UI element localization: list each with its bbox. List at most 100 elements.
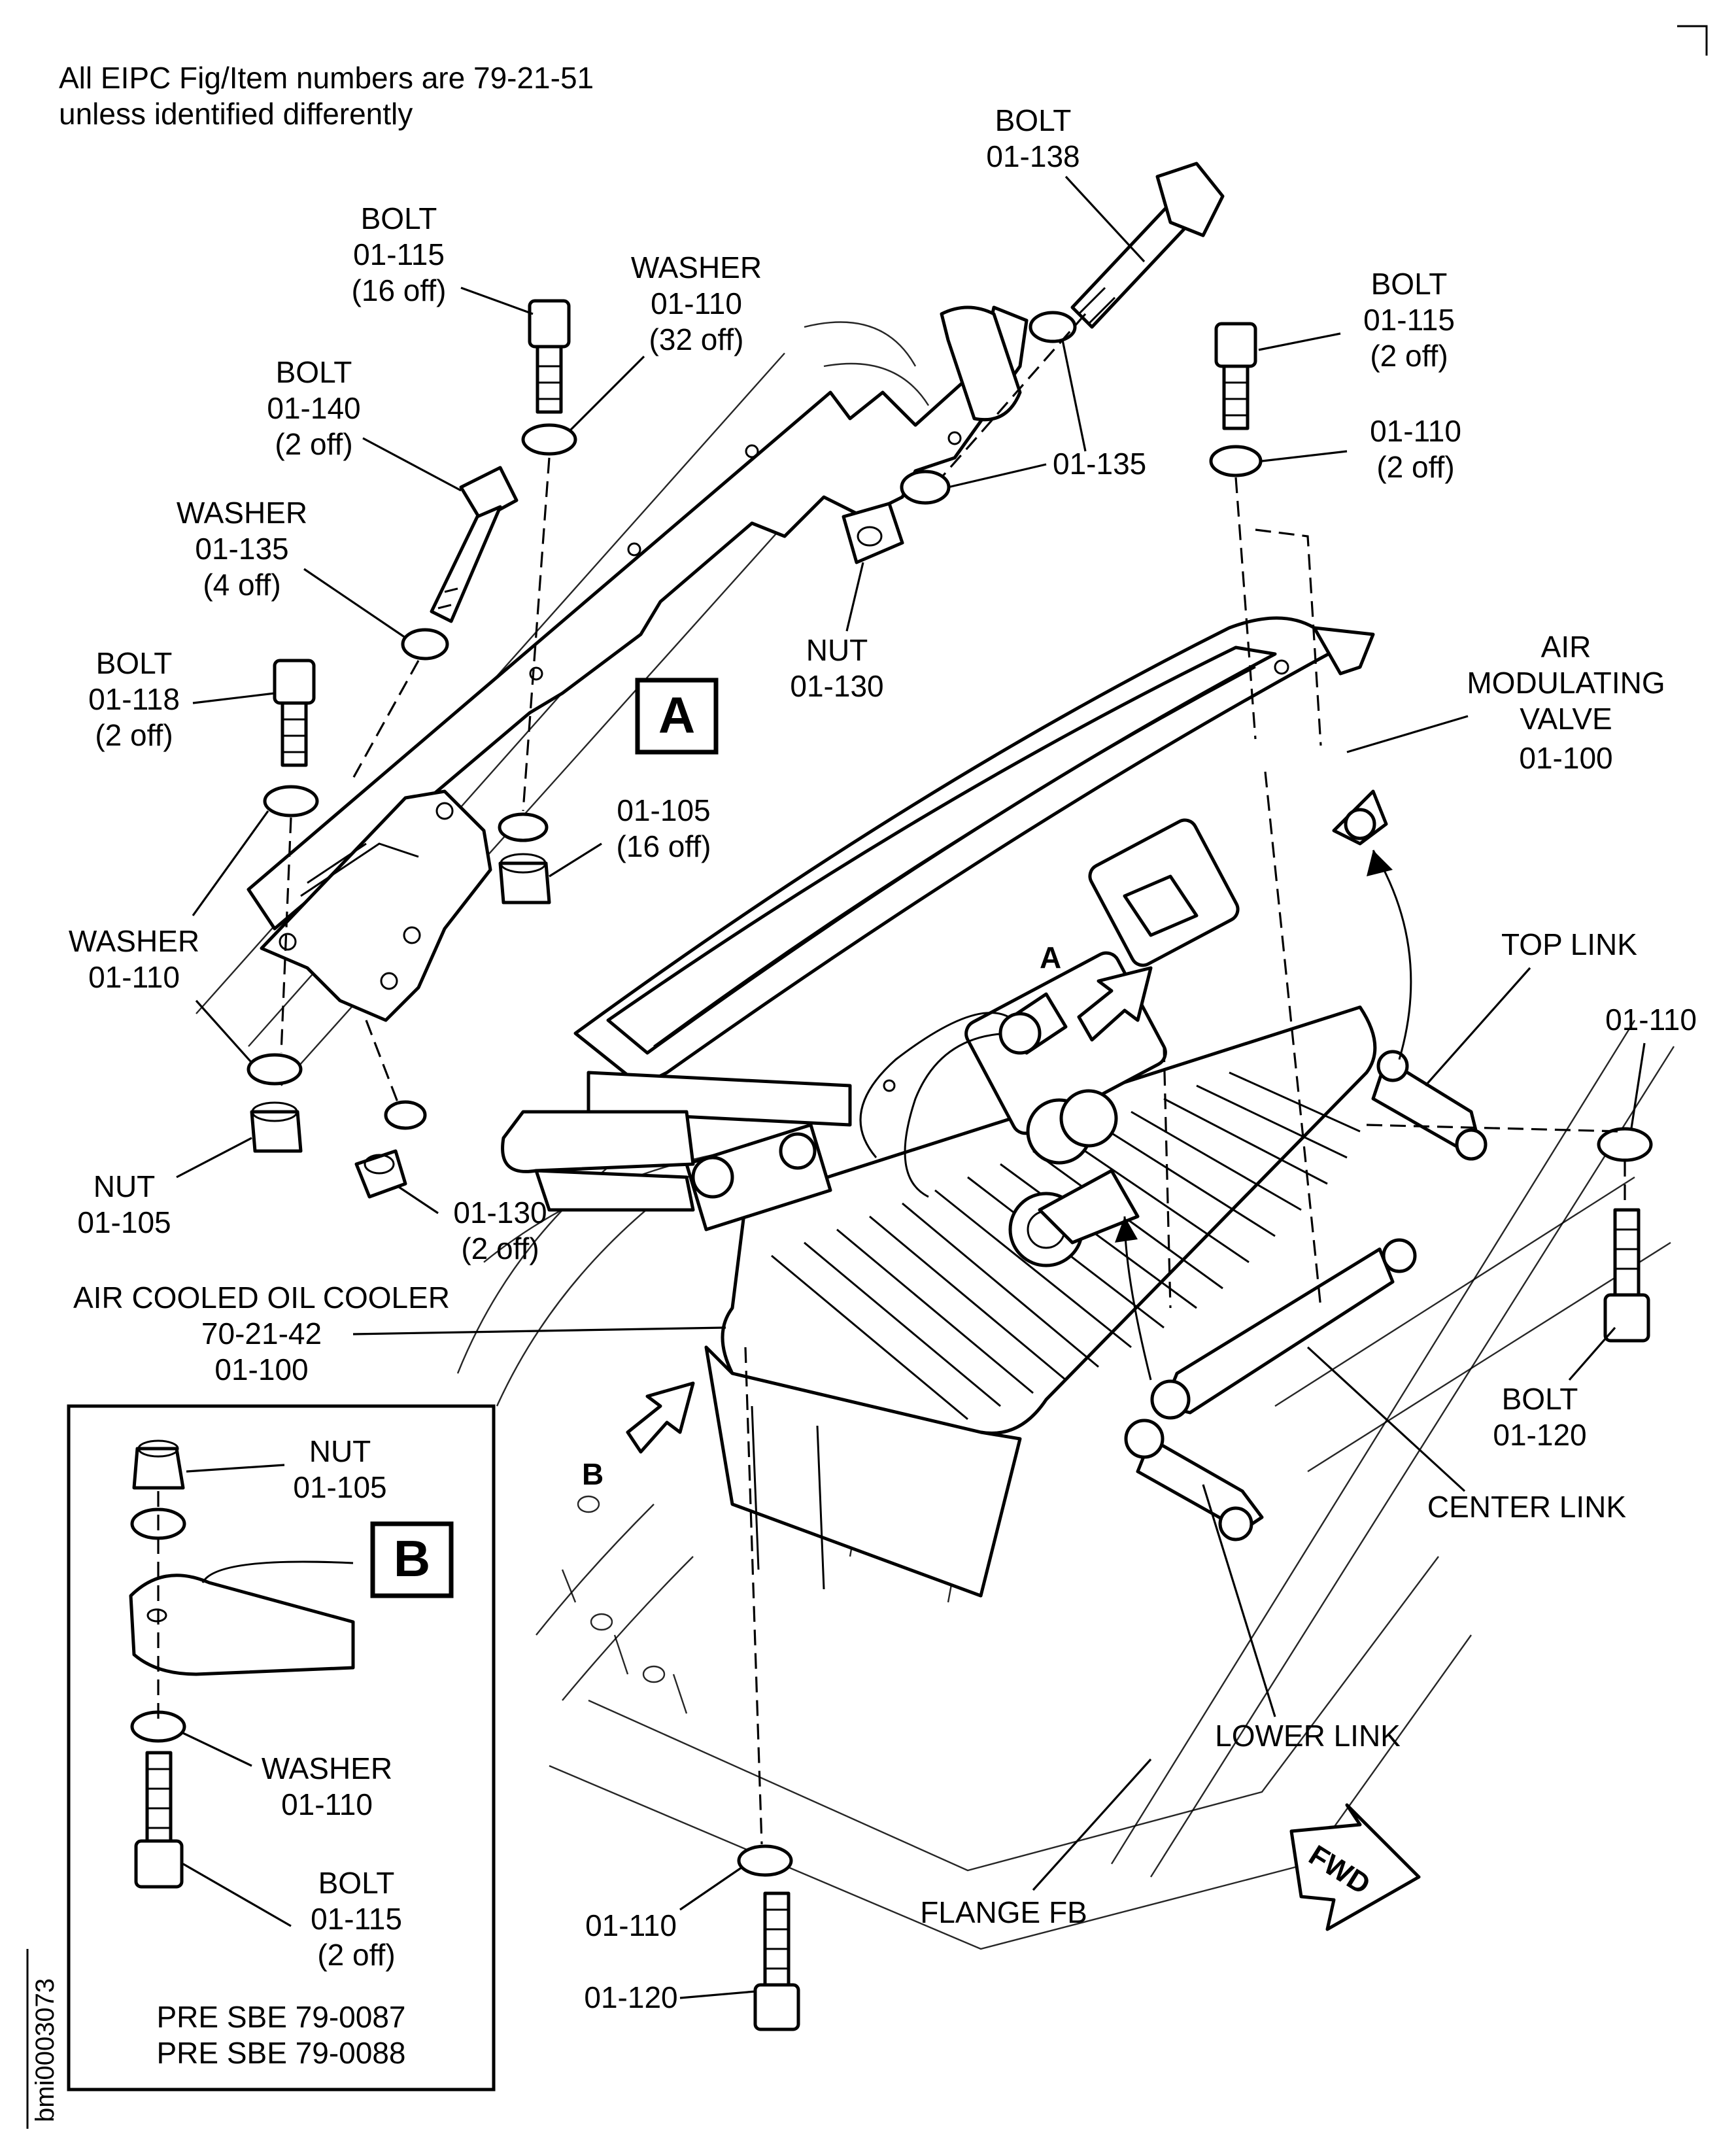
label-center-link: CENTER LINK [1427,1490,1626,1524]
leader-nut-105-left [176,1137,252,1179]
label-amv-3: VALVE [1520,702,1612,736]
washer-01-110-left [247,1053,303,1086]
label-bolt-115-16-name: BOLT [361,201,437,235]
label-washer-110-right: 01-110 [1605,1003,1697,1037]
label-bolt-115-16-qty: (16 off) [352,273,447,307]
leader-washer-135-4 [303,568,406,639]
label-washer-110-2-qty: (2 off) [1376,450,1454,484]
label-bolt-138-num: 01-138 [986,139,1080,173]
detail-b-inset: B NUT 01-105 WASHER 01-110 BOLT 01-115 (… [67,1404,496,2091]
rotation-arrowhead-lower [1115,1216,1138,1243]
label-nut-105-left-num: 01-105 [77,1205,171,1239]
leader-center-link [1306,1346,1466,1492]
bolt-01-118 [273,659,316,767]
label-flange-fb: FLANGE FB [920,1895,1087,1929]
label-nut-105-16-num: 01-105 [617,793,710,827]
label-washer-135-4-name: WASHER [177,496,307,530]
label-bolt-115-2-num: 01-115 [1363,303,1455,337]
bolt-01-115-2off-top [1214,322,1257,430]
label-bolt-115-2-qty: (2 off) [1370,339,1448,373]
label-bolt-138-name: BOLT [995,103,1072,137]
leader-nut-130 [845,562,864,632]
label-washer-135-4-num: 01-135 [195,532,288,566]
detail-b-nut [132,1439,185,1490]
leader-nut-105-16 [549,842,602,878]
label-oil-cooler-num: 01-100 [214,1352,308,1386]
label-bolt-120-right-name: BOLT [1502,1382,1578,1416]
label-bolt-140-num: 01-140 [267,391,360,425]
detail-b-box [370,1521,454,1598]
washer-01-118 [263,785,319,817]
label-nut-130-2-qty: (2 off) [461,1231,539,1265]
label-bolt-115-16-num: 01-115 [353,237,445,271]
nut-01-105-16off [498,853,551,904]
detail-b-washer-leader [182,1732,252,1767]
fwd-arrow: FWD [1289,1803,1421,1931]
view-arrow-b: B [582,1381,695,1491]
linkage [1124,789,1488,1541]
leader-bolt-120-right [1568,1326,1616,1381]
label-nut-130-num: 01-130 [790,669,883,703]
detail-b-bracket [129,1574,355,1676]
label-nut-105-16-qty: (16 off) [617,829,711,863]
rotation-arc-upper [1372,850,1412,1060]
leader-washer-110-bottom [679,1866,743,1911]
detail-b-washer-num: 01-110 [281,1787,373,1821]
view-arrow-b-label: B [582,1457,604,1491]
detail-b-bolt [134,1751,184,1889]
detail-b-bolt-num: 01-115 [311,1902,402,1936]
label-washer-110-left-name: WASHER [69,924,199,958]
inlet-duct [501,1110,695,1212]
label-bolt-140-name: BOLT [276,355,352,389]
label-oil-cooler-ata: 70-21-42 [201,1317,322,1351]
washer-01-130 [384,1100,427,1130]
label-top-link: TOP LINK [1501,927,1637,961]
figure-id: bmi0003073 [31,1978,60,2122]
washer-01-110-2off-top [1209,445,1263,477]
washer-01-110-right [1597,1127,1653,1162]
air-modulating-valve [573,616,1375,1127]
leader-bolt-118 [192,692,275,704]
label-bolt-140-qty: (2 off) [275,427,352,461]
leader-flange-fb [1032,1758,1152,1891]
leader-oil-cooler [352,1326,726,1335]
label-nut-105-left-name: NUT [94,1169,156,1203]
leader-washer-110-left-upper [192,810,269,916]
label-lower-link: LOWER LINK [1215,1719,1401,1753]
label-nut-130-2-num: 01-130 [453,1196,547,1230]
detail-b-bolt-qty: (2 off) [317,1938,395,1972]
washer-01-135-upper [1029,311,1077,343]
leader-ref-135-upper [1061,339,1087,452]
detail-b-box-label: B [394,1530,430,1587]
header-line-2: unless identified differently [59,97,413,131]
leader-washer-110-32 [568,355,645,433]
bolt-01-120-bottom [753,1891,800,2031]
label-amv-1: AIR [1541,630,1591,664]
detail-b-nut-name: NUT [309,1434,371,1468]
washer-01-105 [498,812,549,842]
leader-bolt-138 [1064,175,1146,263]
label-bolt-118-qty: (2 off) [95,718,173,752]
label-bolt-120-bottom: 01-120 [584,1980,677,2014]
bolt-01-138 [1070,162,1225,329]
label-bolt-115-2-name: BOLT [1371,267,1448,301]
detail-b-note-1: PRE SBE 79-0087 [156,2000,405,2034]
engine-structure [196,321,1675,1950]
assembly-centerlines [280,313,1626,1845]
label-washer-110-32-num: 01-110 [651,286,742,320]
label-amv-4: 01-100 [1519,741,1612,775]
leader-top-link [1424,967,1531,1087]
detail-b-frame [67,1404,496,2091]
label-bolt-118-num: 01-118 [88,682,180,716]
washer-01-110-bottom [737,1844,793,1877]
detail-b-bolt-leader [182,1863,292,1927]
nut-01-105-left [250,1101,303,1153]
view-arrow-a-label: A [1040,940,1061,974]
left-bracket [260,789,492,1022]
leader-ref-135-lower [947,463,1047,489]
header-line-1: All EIPC Fig/Item numbers are 79-21-51 [59,61,594,95]
corner-mark [1677,25,1708,56]
view-arrow-a: A [1040,940,1153,1042]
view-box-a-label: A [658,686,695,744]
nut-01-130-2off [354,1149,407,1199]
